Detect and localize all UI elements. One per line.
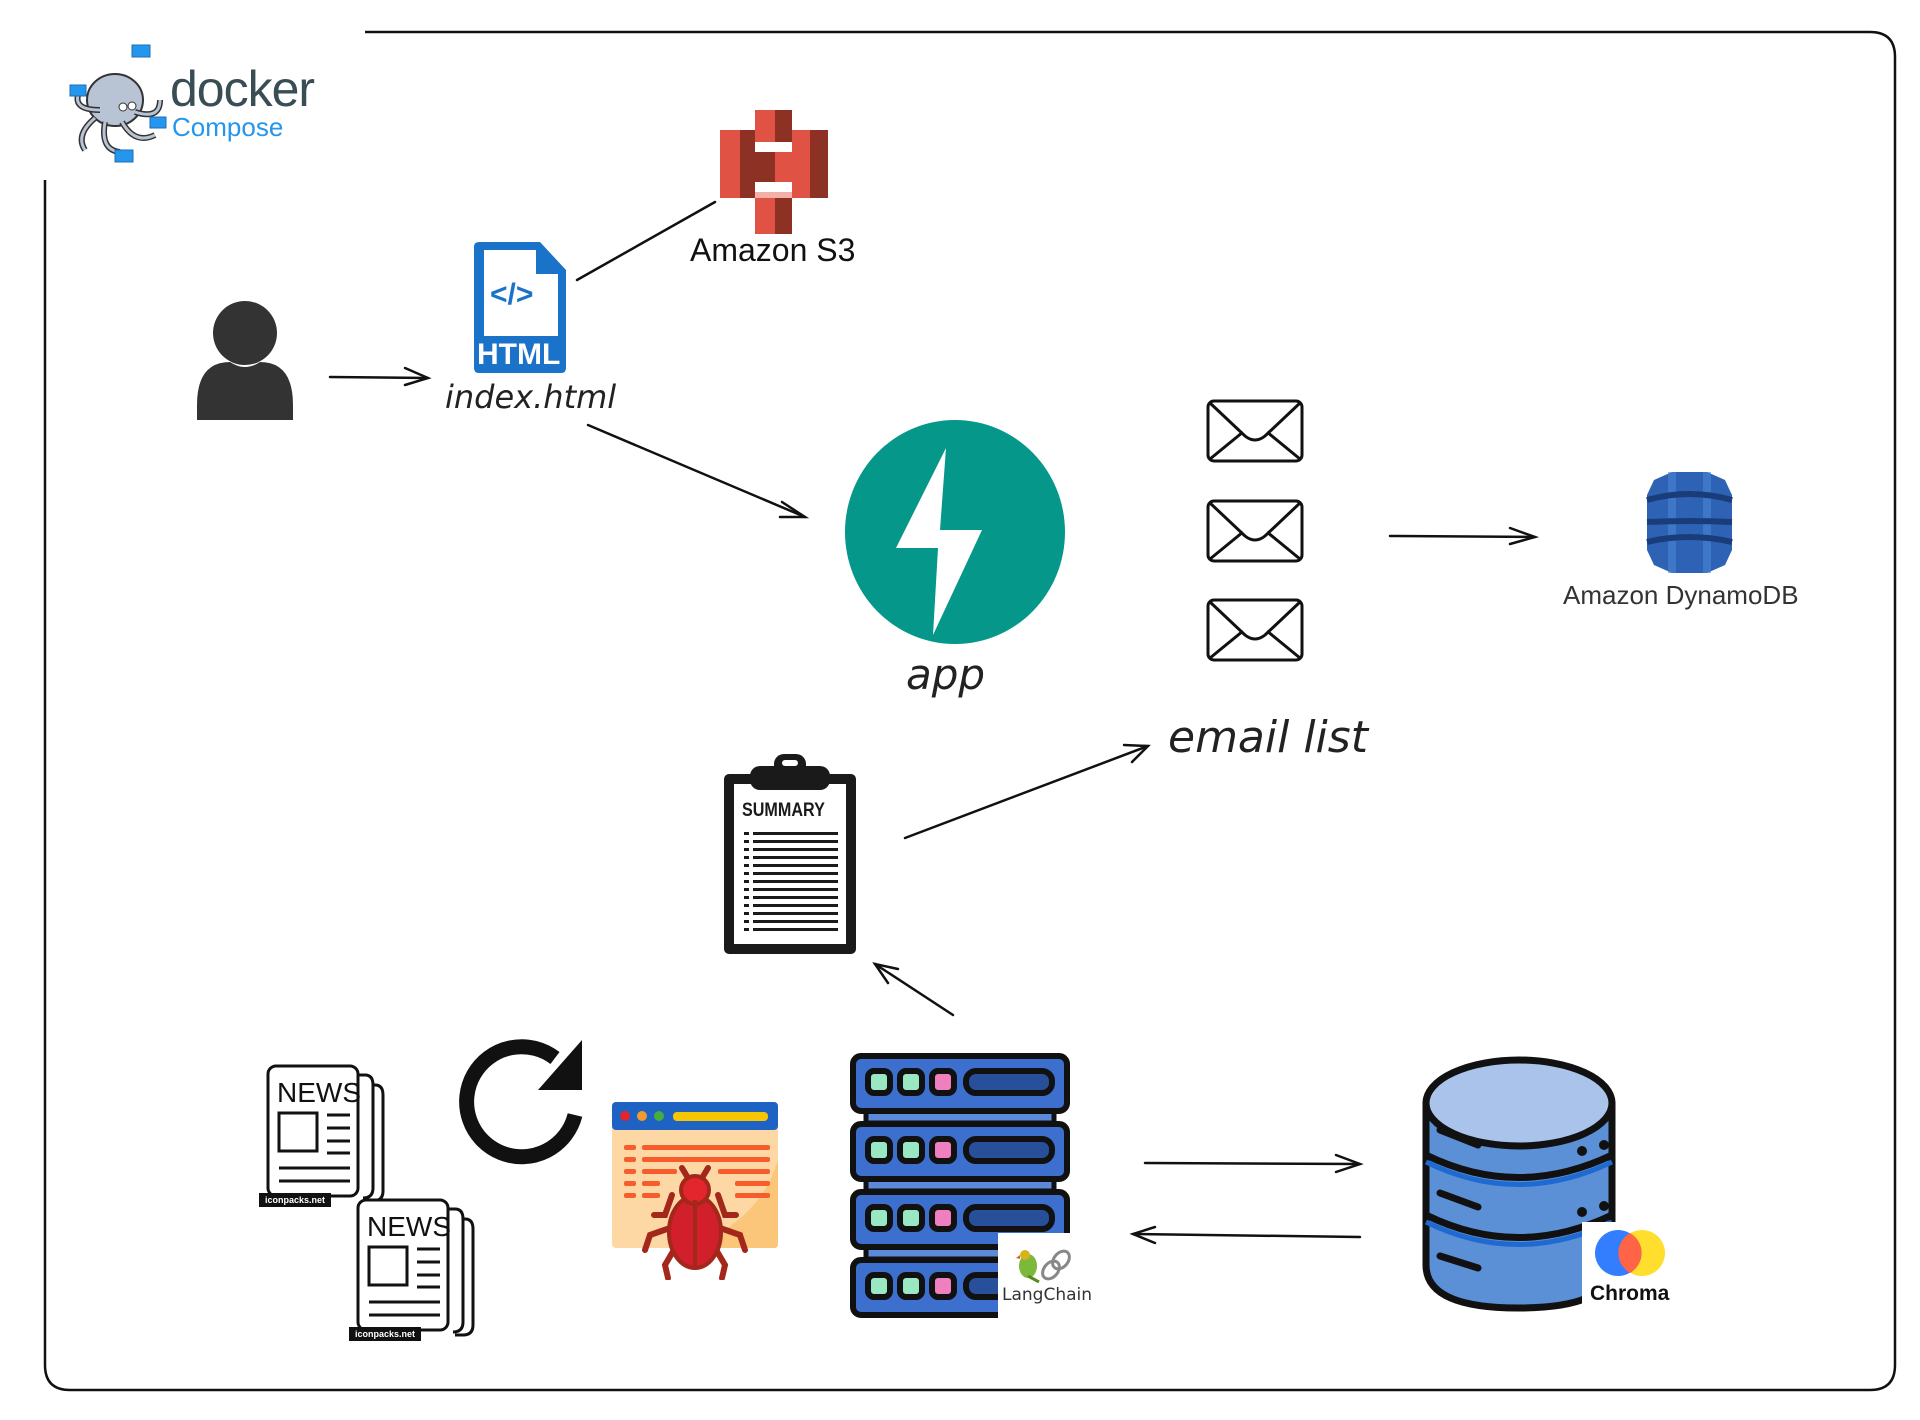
html-file-icon [474,242,566,373]
news-item: NEWS iconpacks.net [259,1063,405,1213]
newspaper-icon [266,1064,385,1203]
amazon-dynamodb-icon [1646,472,1733,573]
parrot-chain-icon [1016,1249,1071,1283]
dynamodb-label: Amazon DynamoDB [1563,580,1799,610]
chroma-label: Chroma [1590,1282,1670,1305]
logo-brand: docker [170,61,315,117]
email-list-node [1205,398,1310,668]
email-list-label: email list [1168,712,1368,763]
chroma-node[interactable]: Chroma [1420,1050,1680,1330]
news-credit: iconpacks.net [349,1327,422,1341]
news-credit: iconpacks.net [259,1193,332,1207]
news-title: NEWS [277,1077,361,1108]
langchain-label: LangChain [1002,1285,1093,1305]
envelope-icon [1206,499,1304,563]
chroma-logo-icon [1595,1230,1665,1276]
docker-octopus-icon [69,44,167,163]
web-crawler-bug-icon [612,1102,778,1280]
news-title: NEWS [367,1211,451,1242]
user-icon [197,301,293,420]
chroma-badge: Chroma [1582,1222,1677,1322]
summary-title: SUMMARY [742,800,825,821]
html-file-label: index.html [445,378,617,416]
edge-summary-to-emails [903,743,1151,840]
docker-compose-logo: docker Compose [60,40,360,170]
news-item: NEWS iconpacks.net [349,1197,495,1347]
edge-chroma-to-server [1129,1225,1362,1245]
fastapi-bolt-icon[interactable] [843,420,1068,645]
summary-node: SUMMARY [722,752,858,957]
edge-html-to-app [586,423,810,519]
refresh-icon [459,1039,583,1165]
html-glyph: </> [490,278,534,311]
edge-user-to-html [328,366,432,387]
server-node[interactable]: LangChain [850,1053,1100,1323]
edge-emails-to-dynamodb [1388,526,1540,546]
edge-server-to-summary [872,962,955,1017]
s3-label: Amazon S3 [690,232,856,268]
edge-server-to-chroma [1143,1153,1364,1174]
logo-product: Compose [172,112,284,142]
clipboard-summary-icon [724,754,856,954]
container-frame [43,30,1897,1392]
edge-html-to-s3 [575,200,717,282]
newspaper-icon [356,1198,475,1337]
amazon-s3-icon [720,110,828,234]
app-label: app [906,650,986,699]
html-badge: HTML [477,338,561,371]
envelope-icon [1206,598,1304,662]
langchain-badge: LangChain [998,1233,1092,1321]
envelope-icon [1206,399,1304,463]
html-file-node[interactable]: </> HTML [470,240,570,375]
